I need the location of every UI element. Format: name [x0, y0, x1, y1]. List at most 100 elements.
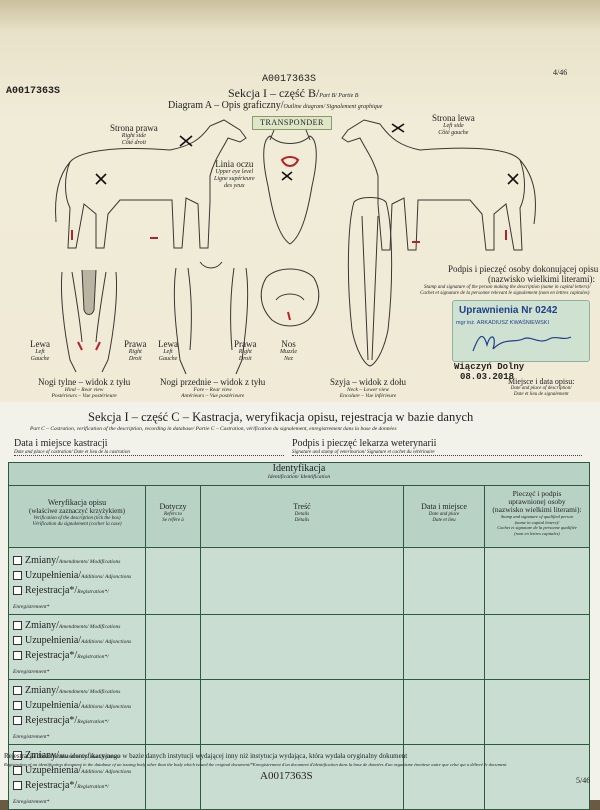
left-side-pl: Strona lewa: [432, 113, 475, 123]
hind-caption-fr: Postérieurs – Vue postérieure: [51, 393, 117, 399]
vet-signature-en: Signature and stamp of veterinarian/ Sig…: [292, 450, 435, 455]
col-header-details: Treść Details Détails: [200, 485, 404, 548]
col-header-date-place: Data i miejsce Date and place Date et li…: [403, 485, 485, 548]
doc-id-left: A0017363S: [6, 86, 61, 97]
date-cell[interactable]: [403, 547, 485, 615]
left-side-fr: Côté gauche: [438, 130, 469, 136]
changes-checkbox[interactable]: [13, 751, 22, 761]
additions-checkbox[interactable]: [13, 766, 22, 776]
registration-checkbox[interactable]: [13, 781, 22, 791]
handwritten-signature: [472, 335, 572, 352]
hind-right-en: Right: [128, 349, 142, 355]
page-number-bottom: 5/46: [576, 776, 591, 785]
hind-caption-pl: Nogi tylne – widok z tyłu: [38, 377, 131, 387]
changes-label: Zmiany/: [25, 555, 59, 566]
top-page: A0017363S A0017363S 4/46 Sekcja I – częś…: [0, 0, 600, 402]
date-cell[interactable]: [403, 614, 485, 680]
col-header-verification: Weryfikacja opisu (właściwe zaznaczyć kr…: [8, 485, 146, 548]
signature-block-subtitle: (nazwisko wielkimi literami):: [488, 274, 595, 284]
vet-signature-field[interactable]: [292, 455, 582, 456]
hind-left-en: Left: [35, 349, 45, 355]
eye-line-fr: Ligne supérieure: [214, 176, 255, 182]
registration-label-en: Registration*/ Enregistrement*: [13, 719, 109, 740]
changes-checkbox[interactable]: [13, 686, 22, 696]
verification-cell: Zmiany/Amendments/ Modifications Uzupełn…: [8, 744, 146, 810]
col-verification-fr: Vérification du signalement (cocher la c…: [32, 522, 122, 527]
hind-caption-en: Hind – Rear view: [64, 387, 104, 393]
fore-left-fr: Gauche: [158, 356, 178, 362]
castration-date-field[interactable]: [14, 455, 284, 456]
hind-left-pl: Lewa: [30, 339, 50, 349]
date-cell[interactable]: [403, 679, 485, 745]
details-cell[interactable]: [200, 547, 404, 615]
stamp-cell[interactable]: [484, 547, 590, 615]
col-stamp-en: Stamp and signature of qualified person: [500, 514, 574, 519]
col-date-en: Date and place: [428, 512, 460, 517]
fore-left-label: Lewa Left Gauche: [158, 340, 178, 363]
additions-label: Uzupełnienia/: [25, 700, 82, 711]
registration-checkbox[interactable]: [13, 586, 22, 596]
right-side-en: Right side: [121, 133, 146, 139]
muzzle-label: Nos Muzzle Nez: [280, 340, 297, 363]
details-cell[interactable]: [200, 614, 404, 680]
diagram-title: Diagram A – Opis graficzny/Outline diagr…: [168, 100, 382, 111]
neck-caption: Szyja – widok z dołu Neck – Lower view E…: [330, 378, 406, 400]
additions-checkbox[interactable]: [13, 636, 22, 646]
col-stamp-pl3: (nazwisko wielkimi literami):: [492, 505, 582, 514]
col-refers-fr: Se réfère à: [162, 518, 184, 523]
place-date-pl: Miejsce i data opisu:: [508, 377, 575, 386]
table-row: Zmiany/Amendments/ Modifications Uzupełn…: [8, 679, 590, 745]
place-date-fr: Date et lieu de signalement: [513, 392, 569, 397]
col-date-fr: Date et lieu: [432, 518, 456, 523]
signature-block-en: Stamp and signature of the person making…: [424, 285, 591, 290]
col-stamp-en2: (name in capital letters)/: [514, 519, 560, 525]
additions-checkbox[interactable]: [13, 701, 22, 711]
col-refers-pl: Dotyczy: [159, 502, 187, 511]
stamp-cell[interactable]: [484, 679, 590, 745]
registration-label-en: Registration*/ Enregistrement*: [13, 589, 109, 610]
castration-date-label: Data i miejsce kastracji: [14, 438, 108, 449]
signature-block-fr: Cachet et signature de la personne relev…: [420, 291, 590, 296]
refers-cell[interactable]: [145, 614, 201, 680]
stamp-line-1: Uprawnienia Nr 0242: [459, 305, 558, 316]
fore-caption-en: Fore – Rear view: [193, 387, 232, 393]
details-cell[interactable]: [200, 679, 404, 745]
changes-label: Zmiany/: [25, 750, 59, 761]
date-cell[interactable]: [403, 744, 485, 810]
registration-label: Rejestracja*/: [25, 780, 78, 791]
hind-left-label: Lewa Left Gauche: [30, 340, 50, 363]
refers-cell[interactable]: [145, 679, 201, 745]
refers-cell[interactable]: [145, 547, 201, 615]
registration-checkbox[interactable]: [13, 716, 22, 726]
fore-right-fr: Droit: [238, 356, 252, 362]
additions-checkbox[interactable]: [13, 571, 22, 581]
col-header-stamp: Pieczęć i podpis uprawnionej osoby (nazw…: [484, 485, 590, 548]
fore-caption: Nogi przednie – widok z tyłu Fore – Rear…: [160, 378, 265, 400]
col-stamp-pl2: uprawnionej osoby: [508, 497, 566, 506]
muzzle-en: Muzzle: [280, 349, 297, 355]
left-side-label: Strona lewa Left side Côté gauche: [432, 114, 475, 137]
registration-checkbox[interactable]: [13, 651, 22, 661]
registration-label: Rejestracja*/: [25, 650, 78, 661]
col-verification-pl: Weryfikacja opisu: [47, 498, 107, 507]
doc-id-bottom: A0017363S: [260, 770, 313, 782]
horse-outline-diagram: [55, 119, 536, 375]
fore-caption-fr: Antérieurs – Vue postérieure: [181, 393, 245, 399]
col-details-en: Details: [294, 512, 310, 517]
col-details-fr: Détails: [294, 518, 310, 523]
changes-label-en: Amendments/ Modifications: [58, 559, 121, 565]
left-side-en: Left side: [443, 123, 464, 129]
eye-line-fr2: des yeux: [224, 183, 245, 189]
changes-checkbox[interactable]: [13, 621, 22, 631]
muzzle-fr: Nez: [284, 356, 293, 362]
neck-caption-fr: Encolure – Vue inférieure: [339, 393, 397, 399]
changes-checkbox[interactable]: [13, 556, 22, 566]
details-cell[interactable]: [200, 744, 404, 810]
hind-right-pl: Prawa: [124, 339, 147, 349]
stamp-box: Uprawnienia Nr 0242 mgr inż. ARKADIUSZ K…: [452, 300, 590, 362]
stamp-cell[interactable]: [484, 614, 590, 680]
footnote-en: Registration of an identification docume…: [4, 762, 507, 767]
changes-label-en: Amendments/ Modifications: [58, 624, 121, 630]
additions-label: Uzupełnienia/: [25, 570, 82, 581]
additions-label-en: Additions/ Adjonctions: [81, 574, 132, 580]
